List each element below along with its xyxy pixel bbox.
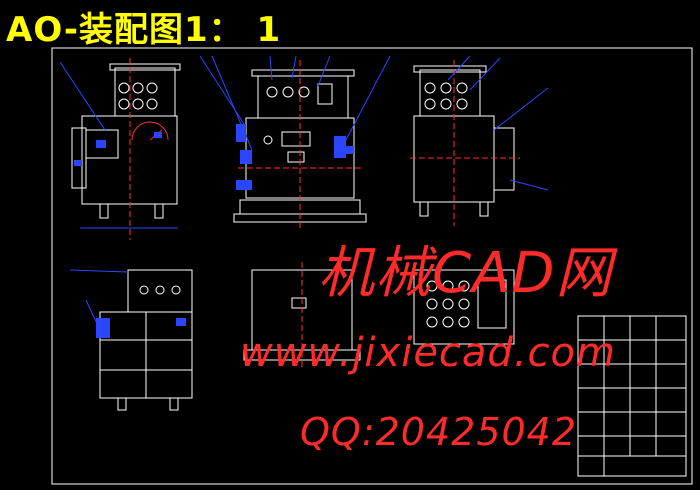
watermark-brand: 机械CAD网 <box>318 241 613 306</box>
view-right-side <box>410 60 520 226</box>
sheet-border <box>51 47 693 485</box>
watermark-url: www.jixiecad.com <box>240 330 616 376</box>
view-left-side <box>71 58 181 240</box>
view-plan <box>243 262 361 368</box>
view-front <box>233 60 367 230</box>
leader-lines <box>59 55 549 191</box>
view-section <box>69 269 193 411</box>
view-front-parts <box>236 124 354 190</box>
view-section-parts <box>96 318 186 338</box>
view-left-parts <box>74 132 162 166</box>
watermark-qq: QQ:20425042 <box>300 410 578 454</box>
title-block <box>577 315 687 477</box>
view-top <box>413 269 515 345</box>
drawing-title: AO-装配图1： 1 <box>6 10 282 50</box>
